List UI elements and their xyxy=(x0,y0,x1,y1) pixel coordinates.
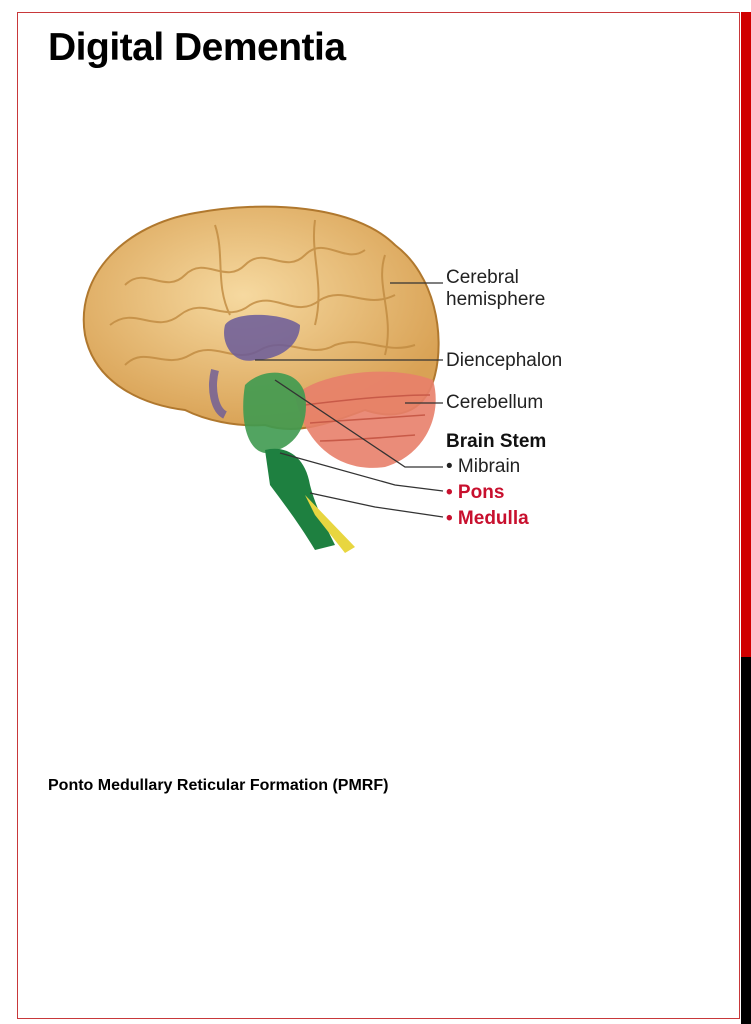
accent-bar-red xyxy=(741,12,751,657)
label-diencephalon: Diencephalon xyxy=(446,350,563,371)
label-cerebellum: Cerebellum xyxy=(446,392,544,413)
accent-bar-black xyxy=(741,657,751,1024)
midbrain xyxy=(243,372,306,453)
pons xyxy=(265,448,335,550)
medulla xyxy=(305,495,355,553)
label-medulla: • Medulla xyxy=(446,508,529,529)
caption: Ponto Medullary Reticular Formation (PMR… xyxy=(48,777,389,794)
diencephalon xyxy=(224,314,300,361)
brain-illustration xyxy=(82,205,444,553)
page-title: Digital Dementia xyxy=(48,26,346,69)
label-brain-stem: Brain Stem xyxy=(446,431,547,452)
slide xyxy=(17,12,740,1019)
label-midbrain: • Mibrain xyxy=(446,456,521,477)
label-pons: • Pons xyxy=(446,482,505,503)
